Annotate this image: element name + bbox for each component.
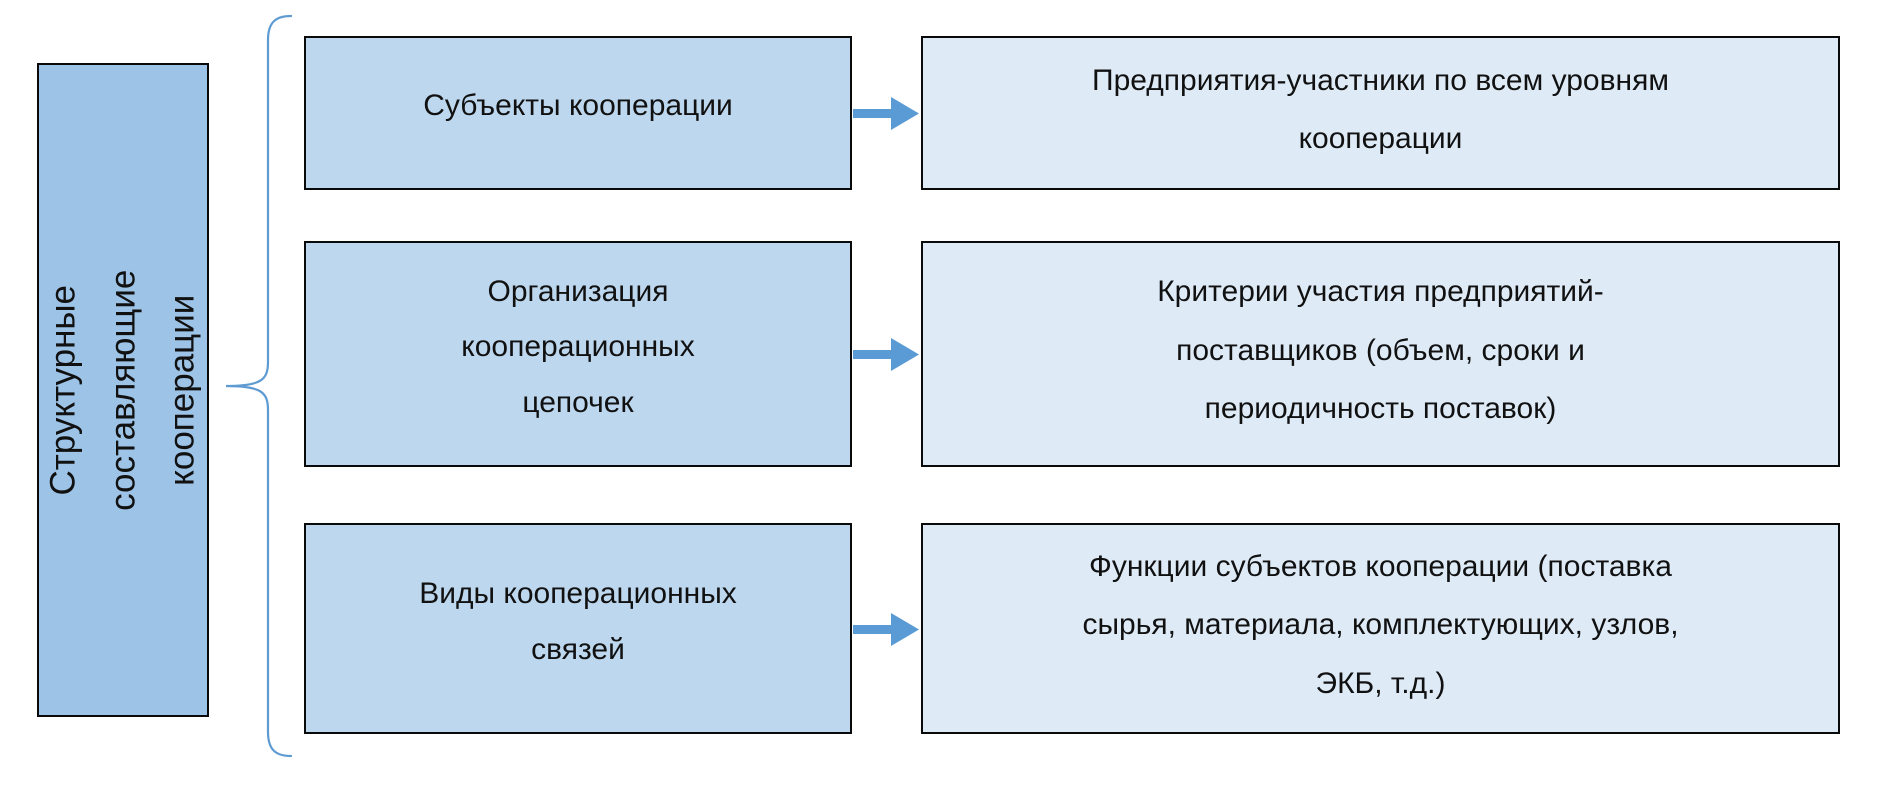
description-box-label: Предприятия-участники по всем уровням ко… xyxy=(1092,63,1669,156)
subject-box-label: Организация кооперационных цепочек xyxy=(461,274,695,419)
right-arrow-icon xyxy=(853,97,919,130)
category-box: Структурные составляющие кооперации xyxy=(37,63,209,717)
subject-box: Организация кооперационных цепочек xyxy=(304,241,852,467)
subject-box-label: Виды кооперационных связей xyxy=(419,577,737,666)
right-arrow-icon xyxy=(853,338,919,371)
right-arrow-icon xyxy=(853,612,919,646)
description-box-label: Критерии участия предприятий- поставщико… xyxy=(1157,275,1604,426)
diagram-row: Субъекты кооперации Предприятия-участник… xyxy=(0,36,1878,190)
diagram-row: Организация кооперационных цепочек Крите… xyxy=(0,241,1878,467)
subject-box: Виды кооперационных связей xyxy=(304,523,852,734)
description-box: Критерии участия предприятий- поставщико… xyxy=(921,241,1840,467)
subject-box: Субъекты кооперации xyxy=(304,36,852,190)
diagram-row: Виды кооперационных связей Функции субъе… xyxy=(0,523,1878,734)
subject-box-label: Субъекты кооперации xyxy=(423,89,733,123)
description-box: Функции субъектов кооперации (поставка с… xyxy=(921,523,1840,734)
description-box: Предприятия-участники по всем уровням ко… xyxy=(921,36,1840,190)
description-box-label: Функции субъектов кооперации (поставка с… xyxy=(1082,549,1679,700)
